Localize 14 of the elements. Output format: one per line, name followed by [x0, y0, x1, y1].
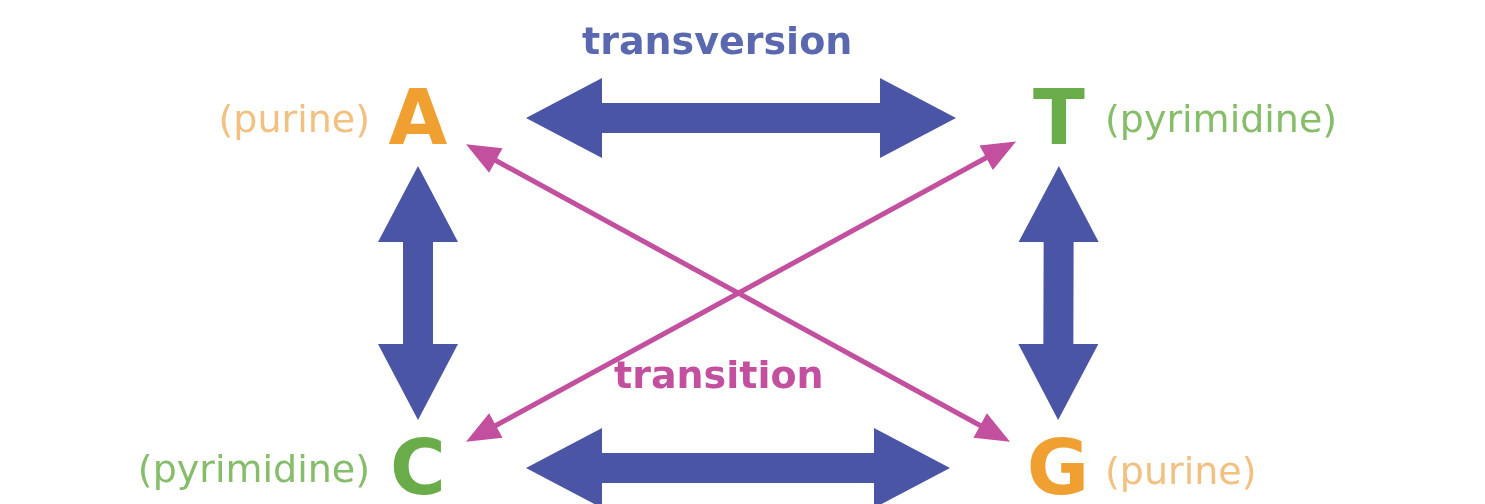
double-arrow — [526, 428, 950, 504]
base-type-label: (pyrimidine) — [137, 450, 370, 488]
base-letter: C — [380, 428, 456, 504]
base-type-label: (purine) — [1105, 452, 1257, 490]
double-arrow — [378, 166, 458, 420]
base-letter: G — [1020, 428, 1096, 504]
double-arrow — [526, 78, 956, 158]
transition-label: transition — [614, 356, 824, 394]
transversion-label: transversion — [582, 22, 853, 60]
base-letter: T — [1026, 78, 1092, 158]
base-letter: A — [380, 78, 456, 158]
base-type-label: (purine) — [218, 100, 370, 138]
double-arrow — [1018, 166, 1099, 420]
base-type-label: (pyrimidine) — [1105, 100, 1338, 138]
